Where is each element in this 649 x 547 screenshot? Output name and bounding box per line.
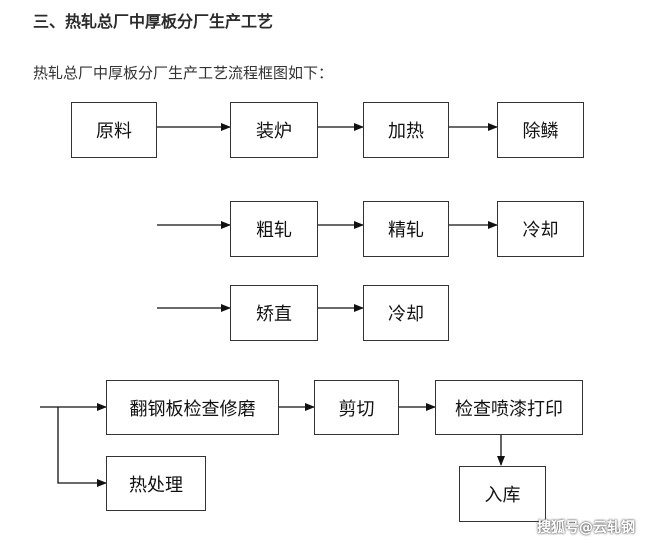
step-raw-material: 原料 — [71, 102, 157, 158]
step-inspect-spray-print: 检查喷漆打印 — [435, 380, 583, 435]
step-descaling: 除鳞 — [497, 102, 584, 158]
step-cooling-1: 冷却 — [497, 201, 584, 257]
page-heading: 三、热轧总厂中厚板分厂生产工艺 — [33, 12, 274, 31]
arrow-branch-to-heat-treatment — [57, 407, 107, 487]
step-warehousing: 入库 — [459, 466, 546, 522]
step-heat-treatment: 热处理 — [106, 456, 206, 511]
step-cooling-2: 冷却 — [363, 285, 449, 341]
diagram-intro-text: 热轧总厂中厚板分厂生产工艺流程框图如下： — [33, 64, 334, 82]
step-rough-rolling: 粗轧 — [230, 201, 318, 257]
step-straightening: 矫直 — [230, 285, 318, 341]
step-heating: 加热 — [363, 102, 449, 158]
source-watermark: 搜狐号@云轧钢 — [537, 520, 635, 536]
step-finish-rolling: 精轧 — [363, 201, 449, 257]
step-charging: 装炉 — [230, 102, 318, 158]
step-flip-inspect-grind: 翻钢板检查修磨 — [106, 380, 279, 435]
step-shearing: 剪切 — [314, 380, 399, 435]
